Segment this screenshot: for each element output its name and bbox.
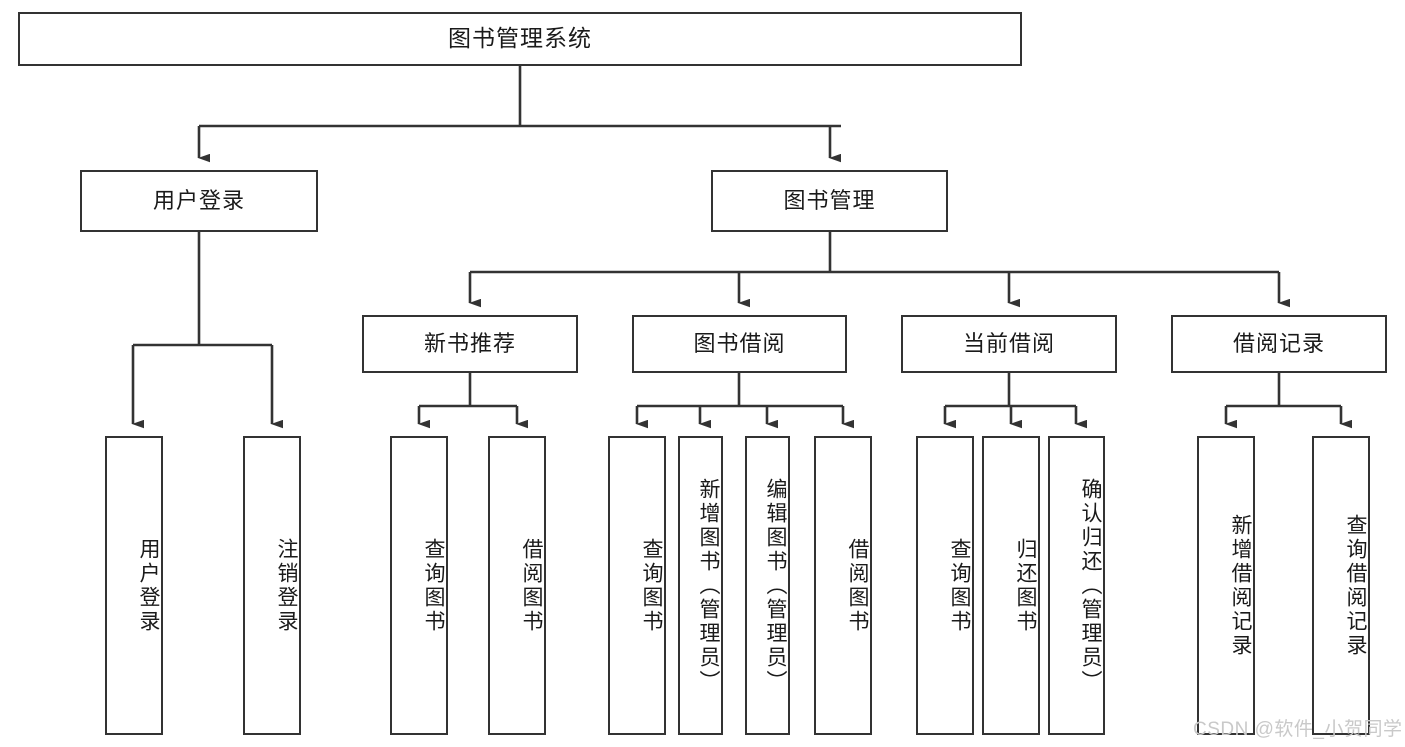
leaf-current-confirm-return-admin[interactable]: 确认归还（管理员）	[1048, 436, 1105, 735]
leaf-user-login[interactable]: 用户登录	[105, 436, 163, 735]
leaf-record-query[interactable]: 查询借阅记录	[1312, 436, 1370, 735]
leaf-current-query-book[interactable]: 查询图书	[916, 436, 974, 735]
node-book-management[interactable]: 图书管理	[711, 170, 948, 232]
leaf-borrow-edit-book-admin[interactable]: 编辑图书（管理员）	[745, 436, 790, 735]
node-user-login[interactable]: 用户登录	[80, 170, 318, 232]
node-new-book-recommend[interactable]: 新书推荐	[362, 315, 578, 373]
leaf-borrow-lend-book[interactable]: 借阅图书	[814, 436, 872, 735]
leaf-new-query-book[interactable]: 查询图书	[390, 436, 448, 735]
leaf-borrow-add-book-admin[interactable]: 新增图书（管理员）	[678, 436, 723, 735]
leaf-record-add[interactable]: 新增借阅记录	[1197, 436, 1255, 735]
csdn-watermark: CSDN @软件_小贺同学	[1193, 719, 1403, 740]
node-current-borrow[interactable]: 当前借阅	[901, 315, 1117, 373]
leaf-user-logout[interactable]: 注销登录	[243, 436, 301, 735]
node-root-system[interactable]: 图书管理系统	[18, 12, 1022, 66]
leaf-current-return-book[interactable]: 归还图书	[982, 436, 1040, 735]
node-book-borrow[interactable]: 图书借阅	[632, 315, 847, 373]
node-borrow-record[interactable]: 借阅记录	[1171, 315, 1387, 373]
leaf-new-borrow-book[interactable]: 借阅图书	[488, 436, 546, 735]
leaf-borrow-query-book[interactable]: 查询图书	[608, 436, 666, 735]
